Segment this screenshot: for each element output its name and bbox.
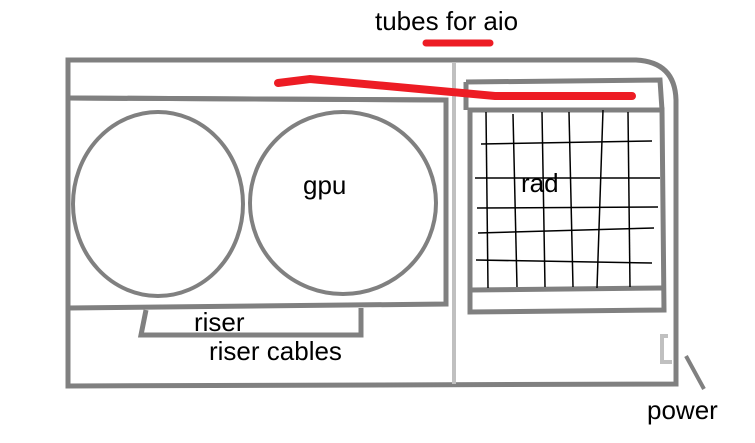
case-outline <box>65 57 679 389</box>
power-pointer-line <box>684 355 706 390</box>
power-label: power <box>647 395 718 425</box>
riser-board <box>137 308 364 338</box>
gpu-card <box>67 95 449 311</box>
rad-grid <box>475 109 660 289</box>
gpu-fan-right <box>248 110 438 296</box>
power-connector <box>660 334 672 364</box>
riser-cables-label: riser cables <box>209 336 342 366</box>
gpu-label: gpu <box>303 170 347 200</box>
gpu-fan-left <box>71 110 245 298</box>
rad-bottom-housing <box>469 285 663 293</box>
rad-box <box>467 107 667 315</box>
rad-label: rad <box>521 168 559 198</box>
aio-tube <box>274 74 636 100</box>
title-annotation: tubes for aio <box>375 6 519 36</box>
riser-label: riser <box>194 307 245 337</box>
